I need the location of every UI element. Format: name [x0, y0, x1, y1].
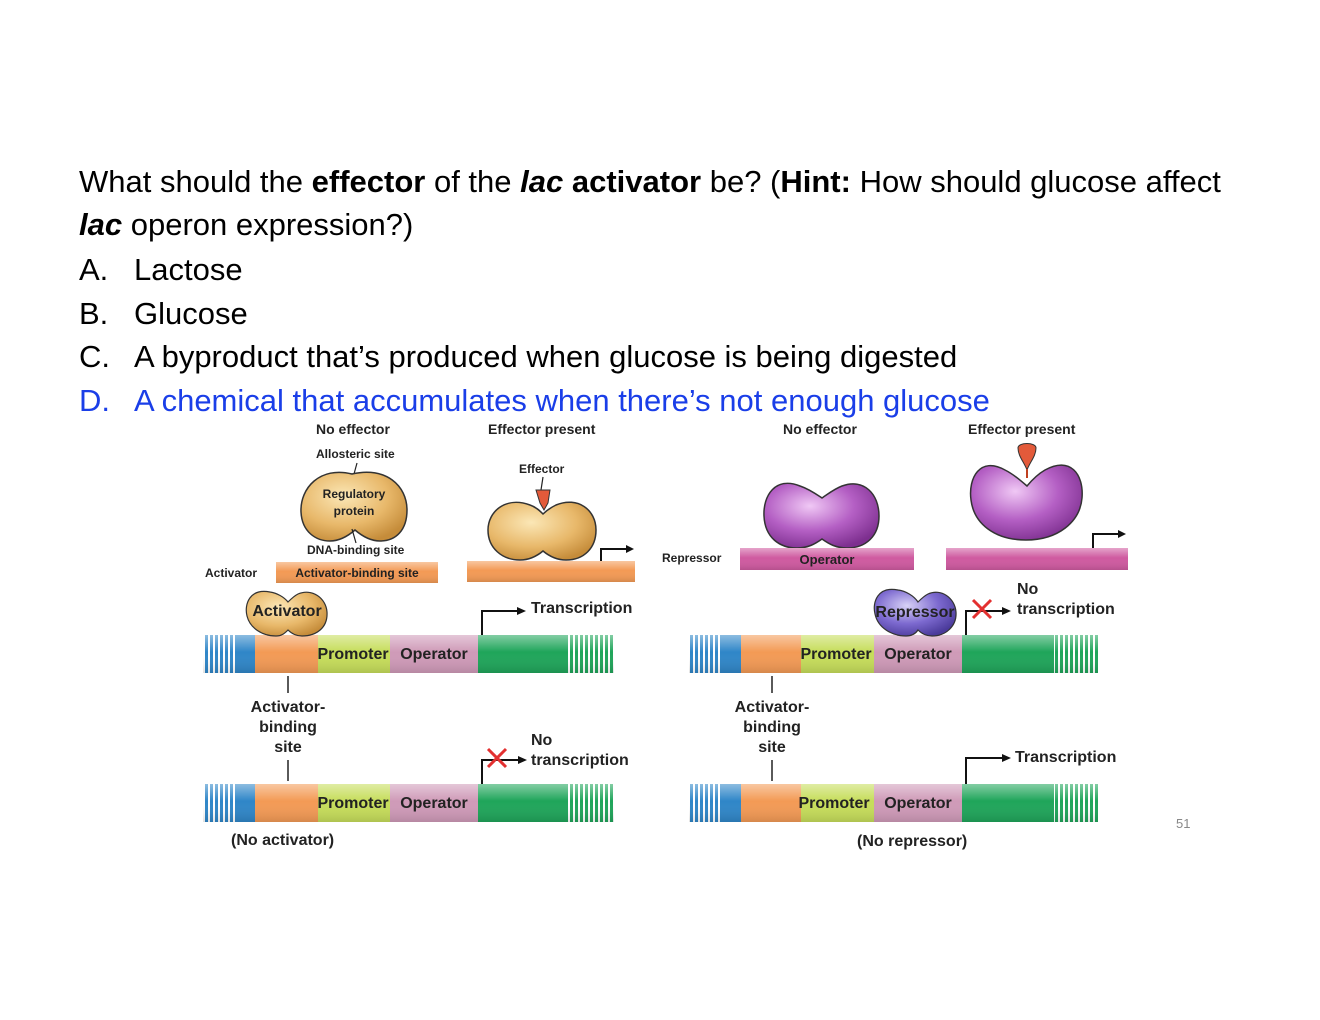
effector-label: Effector — [519, 462, 565, 476]
regulatory-protein-shape — [300, 471, 408, 542]
dna-binding-site-label: DNA-binding site — [307, 543, 405, 557]
right-promoter-label-1: Promoter — [800, 646, 871, 663]
option-b[interactable]: B.Glucose — [79, 295, 248, 331]
left-promoter-label-2: Promoter — [317, 795, 388, 812]
right-operator-label-1: Operator — [884, 646, 952, 663]
option-d[interactable]: D.A chemical that accumulates when there… — [79, 382, 990, 418]
activator-bound-shape — [245, 590, 328, 637]
right-promoter-label-2: Promoter — [798, 795, 869, 812]
allosteric-site-label: Allosteric site — [316, 447, 395, 461]
left-promoter-label-1: Promoter — [317, 646, 388, 663]
left-gene-row-1 — [203, 635, 614, 673]
repressor-blob-label: Repressor — [875, 604, 954, 621]
right-no-transcription-label: transcription — [1017, 601, 1115, 618]
repressor-shape — [763, 482, 880, 549]
answer-options: A.Lactose B.Glucose C.A byproduct that’s… — [79, 248, 990, 422]
regulatory-protein-label-2: protein — [334, 504, 375, 518]
activator-blob-label: Activator — [252, 603, 321, 620]
left-site-label-1: Activator- — [251, 699, 326, 716]
right-operator-label-2: Operator — [884, 795, 952, 812]
option-c[interactable]: C.A byproduct that’s produced when gluco… — [79, 339, 958, 374]
operator-top-label: Operator — [800, 552, 855, 567]
left-site-label-2: binding — [259, 719, 317, 736]
right-no-sign-icon — [971, 598, 993, 620]
right-no-effector-label: No effector — [783, 421, 857, 437]
right-transcription-label: Transcription — [1015, 749, 1116, 766]
activator-with-effector-shape — [487, 501, 597, 561]
left-no-sign-icon — [486, 747, 508, 769]
left-gene-row-2 — [203, 784, 614, 822]
question-text: What should the effector of the lac acti… — [79, 164, 1221, 242]
right-site-label-3: site — [758, 739, 786, 756]
left-transcription-label: Transcription — [531, 600, 632, 617]
regulatory-protein-label-1: Regulatory — [323, 487, 386, 501]
left-operator-label-1: Operator — [400, 646, 468, 663]
repressor-side-label: Repressor — [662, 551, 722, 565]
right-gene-row-2 — [689, 784, 1098, 822]
right-effector-present-label: Effector present — [968, 421, 1076, 437]
no-activator-label: (No activator) — [231, 832, 334, 849]
option-a[interactable]: A.Lactose — [79, 252, 243, 287]
right-site-label-1: Activator- — [735, 699, 810, 716]
no-repressor-label: (No repressor) — [857, 833, 967, 850]
right-gene-row-1 — [689, 635, 1098, 673]
activator-binding-site-label: Activator-binding site — [295, 566, 419, 580]
left-site-label-3: site — [274, 739, 302, 756]
right-site-label-2: binding — [743, 719, 801, 736]
left-effector-present-label: Effector present — [488, 421, 596, 437]
repressor-with-effector-shape — [969, 464, 1083, 541]
repressor-bound-shape — [873, 588, 957, 637]
left-no-transcription-label: transcription — [531, 752, 629, 769]
left-operator-label-2: Operator — [400, 795, 468, 812]
right-no-label: No — [1017, 581, 1039, 598]
activator-side-label: Activator — [205, 566, 257, 580]
page-number: 51 — [1176, 816, 1191, 831]
left-no-label: No — [531, 732, 553, 749]
left-no-effector-label: No effector — [316, 421, 390, 437]
